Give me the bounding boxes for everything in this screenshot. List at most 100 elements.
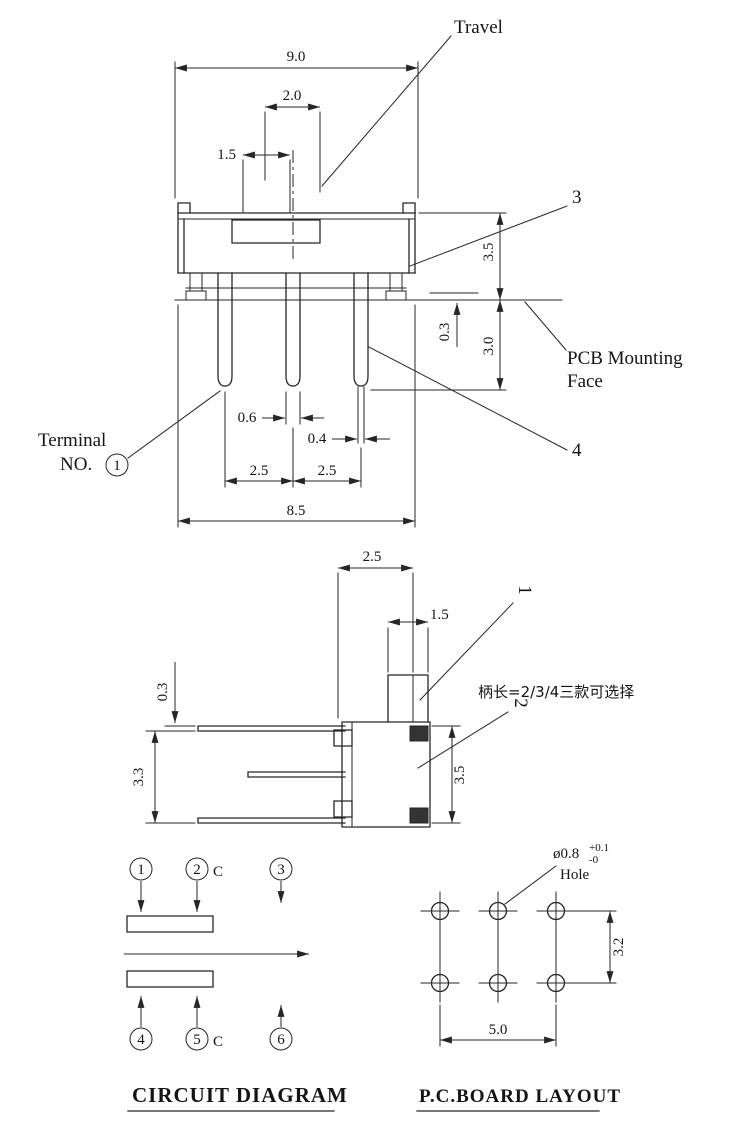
dim-standoff: 0.3	[437, 303, 461, 347]
hole-diameter-label: ø0.8 +0.1 -0	[553, 838, 613, 866]
hole-top-left	[430, 901, 450, 921]
top-prong	[197, 725, 346, 732]
terminal-3-edge-lines	[357, 386, 365, 444]
circuit-title: CIRCUIT DIAGRAM	[132, 1083, 348, 1107]
leader-line	[321, 35, 452, 187]
terminal-callout: Terminal NO. 1	[38, 390, 221, 477]
ref-2-label: 2	[510, 698, 531, 708]
dim-width-top: 9.0	[174, 49, 419, 199]
hole-tol-plus: +0.1	[589, 842, 609, 854]
hole-word-label: Hole	[560, 867, 590, 883]
hole-callout: ø0.8 +0.1 -0 Hole	[504, 838, 613, 905]
ext-line	[571, 910, 617, 984]
side-dim-knob: 1.5	[387, 607, 449, 673]
front-view: 9.0 2.0 1.5 Travel 3.5 3.0 0.3 3 4 PCB M…	[38, 17, 683, 528]
side-body-outline	[197, 674, 431, 828]
side-dim-thickness-value: 0.3	[155, 683, 171, 702]
pin-4-number: 4	[137, 1032, 145, 1048]
dim-terminal-length: 3.0	[370, 300, 507, 391]
dim-width-bottom-value: 8.5	[287, 503, 306, 519]
terminal-1-outline	[217, 272, 233, 387]
hole-top-center	[488, 901, 508, 921]
leader-line	[409, 205, 568, 267]
dim-terminal-thickness: 0.4	[308, 431, 390, 447]
common-label-bottom: C	[213, 1034, 223, 1050]
dim-knob: 1.5	[217, 147, 291, 213]
pin-1-number: 1	[137, 862, 145, 878]
pcb-face-callout: PCB Mounting Face	[524, 301, 683, 392]
pin-6-circle	[269, 1027, 293, 1051]
ref-2-callout: 2	[417, 698, 531, 769]
leader-line	[419, 602, 514, 701]
leader-line	[127, 390, 221, 459]
pcb-dim-col-span: 5.0	[439, 1004, 557, 1047]
dim-travel: 2.0	[264, 88, 321, 193]
side-dim-thickness: 0.3	[155, 662, 196, 732]
leader-line	[368, 346, 568, 451]
tab-bottom	[409, 807, 429, 824]
ext-line	[337, 572, 414, 719]
side-knob	[387, 674, 429, 723]
ext-line	[177, 304, 416, 528]
side-dim-knob-value: 1.5	[430, 607, 449, 623]
dim-terminal-width: 0.6	[238, 391, 324, 426]
pcb-title: P.C.BOARD LAYOUT	[419, 1086, 621, 1107]
side-dim-height-right-value: 3.5	[452, 766, 468, 785]
dim-pitch-b-value: 2.5	[318, 463, 337, 479]
contact-bar-bottom	[126, 970, 214, 988]
terminal-label-2: NO.	[60, 454, 92, 475]
pin-2-circle	[185, 857, 209, 881]
left-wall	[177, 212, 185, 274]
front-terminals	[217, 272, 369, 444]
leader-line	[417, 711, 509, 769]
hole-tol-minus: -0	[589, 854, 599, 866]
leader-line	[524, 301, 567, 351]
ext-line	[174, 61, 419, 199]
terminal-3-outline	[353, 272, 369, 387]
dim-width-bottom: 8.5	[177, 304, 416, 528]
dim-terminal-length-value: 3.0	[481, 337, 497, 356]
terminal-label-1: Terminal	[38, 430, 106, 451]
pin-3-circle	[269, 857, 293, 881]
tab-top	[409, 725, 429, 742]
ext-line	[387, 627, 429, 673]
cover-right-tab	[402, 202, 416, 214]
pin-4-circle	[129, 1027, 153, 1051]
ext-line	[242, 159, 291, 213]
terminal-number-circle	[105, 453, 129, 477]
ref-1-callout: 1	[419, 585, 535, 701]
ref-4-callout: 4	[368, 346, 582, 461]
side-body-rect	[341, 721, 431, 828]
dim-knob-value: 1.5	[217, 147, 236, 163]
pin-5-circle	[185, 1027, 209, 1051]
dim-body-height-value: 3.5	[481, 243, 497, 262]
right-wall	[408, 212, 416, 274]
dim-body-height: 3.5	[418, 212, 507, 300]
pcb-face-label-1: PCB Mounting	[567, 348, 683, 369]
cover-left-tab	[177, 202, 191, 214]
bend-square-top	[333, 729, 353, 747]
dim-pitch: 2.5 2.5	[224, 391, 362, 488]
travel-callout: Travel	[321, 17, 503, 187]
hole-bottom-center	[488, 973, 508, 993]
pin-6-number: 6	[277, 1032, 285, 1048]
ref-3-label: 3	[572, 187, 582, 208]
travel-label: Travel	[454, 17, 503, 38]
side-dim-height-left-value: 3.3	[131, 768, 147, 787]
ext-line	[264, 111, 321, 193]
pcb-dim-col-span-value: 5.0	[489, 1022, 508, 1038]
leader-line	[504, 865, 557, 905]
handle-length-note: 柄长=2/3/4三款可选择	[478, 683, 634, 701]
right-foot	[385, 272, 407, 301]
hole-top-right	[546, 901, 566, 921]
hole-bottom-left	[430, 973, 450, 993]
hole-row-centerlines	[420, 910, 576, 984]
middle-prong	[247, 771, 346, 778]
dim-travel-value: 2.0	[283, 88, 302, 104]
side-dim-height-right: 3.5	[431, 725, 468, 824]
dim-terminal-width-value: 0.6	[238, 410, 257, 426]
dim-terminal-thickness-value: 0.4	[308, 431, 327, 447]
side-dim-top-value: 2.5	[363, 549, 382, 565]
side-dim-height-left: 3.3	[131, 730, 196, 824]
